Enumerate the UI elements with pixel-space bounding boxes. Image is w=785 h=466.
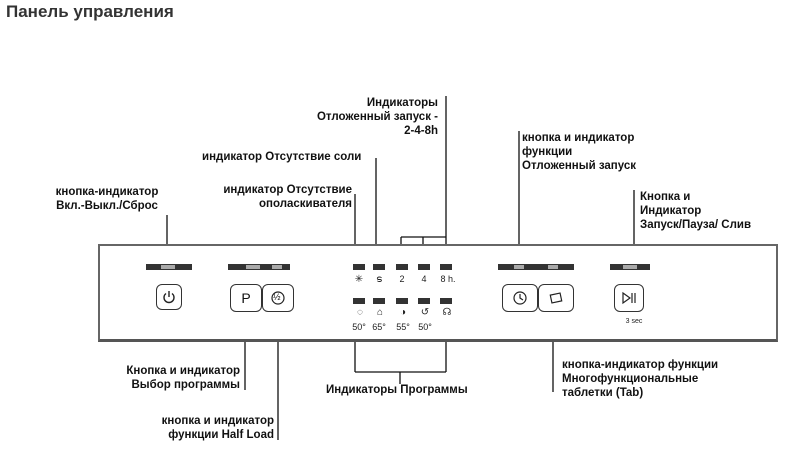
delay-indicator-4h [418,264,430,270]
rinse-aid-icon: ✳ [354,274,364,285]
label-rinse: индикатор Отсутствие ополаскивателя [223,184,352,210]
temp-label-eco: 50° [352,322,366,332]
program-indicator-intensive [373,298,385,304]
delay-button-lamp [514,265,524,269]
program-indicator-normal [396,298,408,304]
tab-button-lamp [548,265,558,269]
label-power: кнопка-индикатор Вкл.-Выкл./Сброс [55,186,159,212]
power-indicator-lamp [161,265,175,269]
delay-label-2h: 2 [399,274,405,284]
delay-button-indicator [498,264,574,270]
half-load-icon: ½ [270,290,286,306]
tab-button[interactable] [538,284,574,312]
salt-indicator [373,264,385,270]
label-delay-button: кнопка и индикатор функции Отложенный за… [522,132,636,172]
label-start-button: Кнопка и Индикатор Запуск/Пауза/ Слив [640,191,752,231]
power-icon [162,290,176,304]
temp-label-normal: 55° [396,322,410,332]
tab-icon [548,290,564,306]
delay-indicator-2h [396,264,408,270]
program-indicator-quick [418,298,430,304]
salt-icon: ട [376,274,382,285]
page-title: Панель управления [6,2,174,21]
label-tab: кнопка-индикатор функции Многофункционал… [562,359,719,399]
quick-icon: ↺ [420,307,430,318]
rinse-aid-indicator [353,264,365,270]
delay-start-button[interactable] [502,284,538,312]
delay-indicator-8h [440,264,452,270]
label-salt: индикатор Отсутствие соли [202,151,362,163]
eco-icon: ◌ [357,307,363,318]
start-pause-button[interactable] [614,284,644,312]
half-load-indicator-lamp [272,265,282,269]
power-button[interactable] [156,284,182,310]
program-button[interactable]: P [230,284,262,312]
delay-label-8h: 8 h. [440,274,456,284]
temp-label-intensive: 65° [372,322,386,332]
program-button-label: P [241,290,251,306]
label-program-select: Кнопка и индикатор Выбор программы [126,365,240,391]
start-indicator-lamp [623,265,637,269]
program-indicator-eco [353,298,365,304]
intensive-icon: ⌂ [376,307,384,318]
temp-label-quick: 50° [418,322,432,332]
play-pause-icon [621,291,637,305]
appliance-panel: P ½ ✳ ട 2 4 8 h. ◌ ⌂ ◑ ↺ ☊ 50° 65° [98,244,778,342]
start-hint: 3 sec [625,318,643,325]
bio-icon: ☊ [442,307,452,318]
delay-start-icon [512,290,528,306]
normal-icon: ◑ [399,307,407,318]
label-half-load: кнопка и индикатор функции Half Load [161,415,274,441]
program-indicator-bio [440,298,452,304]
program-indicator-lamp [246,265,260,269]
half-load-button[interactable]: ½ [262,284,294,312]
half-load-glyph: ½ [273,292,281,302]
delay-label-4h: 4 [421,274,427,284]
label-delay-indicators: Индикаторы Отложенный запуск - 2-4-8h [316,97,438,137]
label-program-indicators: Индикаторы Программы [326,384,468,396]
